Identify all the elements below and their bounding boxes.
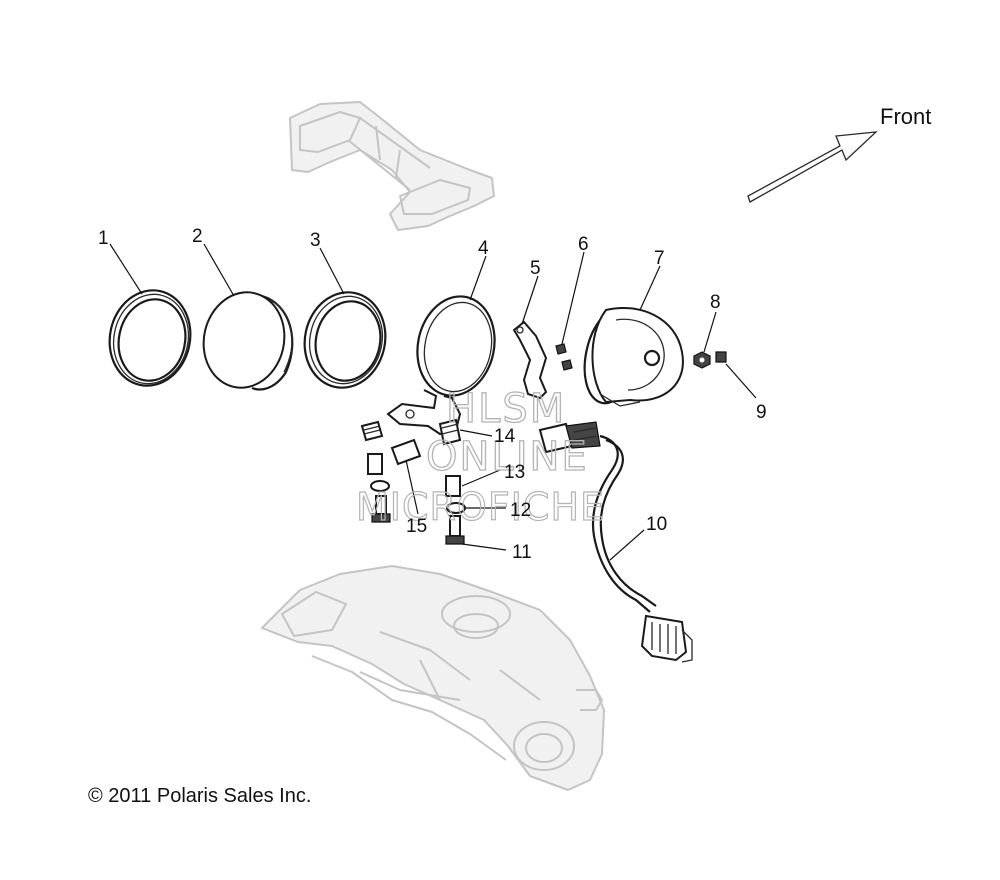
callout-12: 12: [510, 500, 531, 521]
part-5-bracket: [512, 320, 548, 400]
watermark-line-2: ONLINE: [426, 434, 589, 480]
callout-10: 10: [646, 514, 667, 535]
watermark-line-3: MICROFICHE: [356, 485, 605, 529]
callout-7: 7: [654, 248, 665, 269]
watermark-line-1: HLSM: [446, 386, 566, 432]
callout-numbers: 1 2 3 4 5 6 7 8 9 10 11 12 13 14 15: [98, 226, 767, 563]
callout-5: 5: [530, 258, 541, 279]
lower-clamp-ghost: [261, 565, 605, 791]
front-arrow-icon: [747, 131, 878, 203]
callout-2: 2: [192, 226, 203, 247]
part-8-nut: [693, 351, 711, 369]
part-13-spacers: [367, 453, 461, 497]
watermark: HLSM ONLINE MICROFICHE: [355, 385, 605, 529]
callout-3: 3: [310, 230, 321, 251]
part-14-grommets: [360, 418, 462, 446]
front-label: Front: [880, 104, 931, 129]
callout-15: 15: [406, 516, 427, 537]
part-2-lens: [202, 291, 294, 391]
part-12-washers: [370, 480, 466, 514]
part-6-clips: [555, 343, 573, 371]
part-7-headlight-housing: [583, 306, 684, 407]
part-11-bolts: [371, 495, 465, 545]
upper-clamp-ghost: [289, 101, 495, 231]
callout-11: 11: [512, 542, 532, 563]
callout-1: 1: [98, 228, 109, 249]
part-10-wiring-harness: [591, 434, 693, 663]
callout-9: 9: [756, 402, 767, 423]
callout-4: 4: [478, 238, 489, 259]
callout-13: 13: [504, 462, 525, 483]
part-1-bezel-ring: [108, 289, 192, 387]
leader-lines: [109, 243, 757, 561]
copyright-notice: © 2011 Polaris Sales Inc.: [88, 785, 311, 807]
part-9-screw: [715, 351, 727, 363]
connector-block: [538, 421, 601, 454]
part-15-pad: [390, 438, 422, 466]
part-3-gasket-ring: [303, 291, 387, 389]
callout-14: 14: [494, 426, 516, 447]
callout-6: 6: [578, 234, 589, 255]
callout-8: 8: [710, 292, 721, 313]
